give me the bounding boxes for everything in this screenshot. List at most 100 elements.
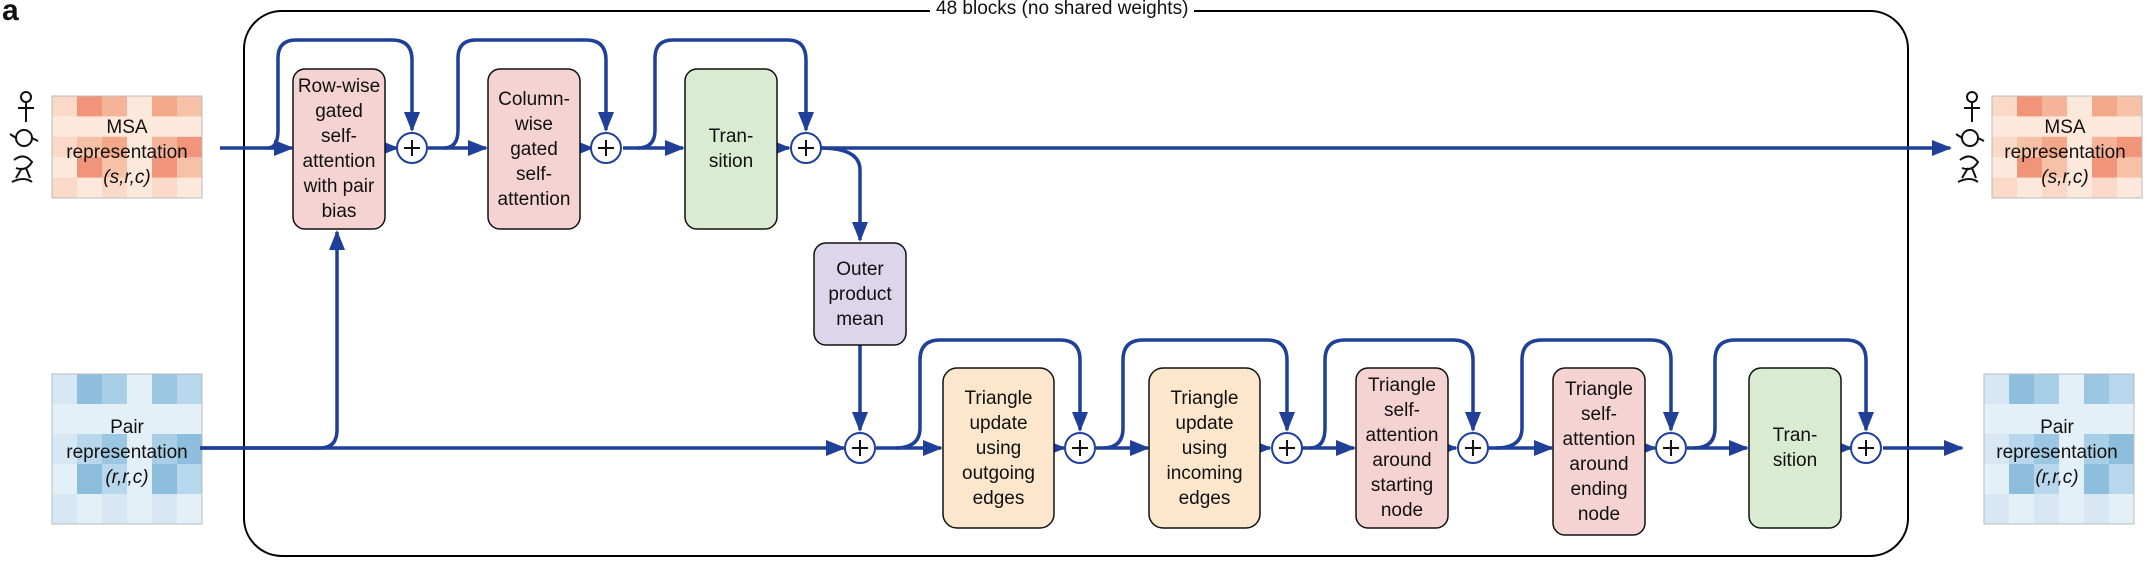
msa-input-grid	[51, 95, 203, 199]
grid-cell	[2009, 434, 2035, 465]
tri-attn-ending-label: Triangle self- attention around ending n…	[1562, 378, 1636, 525]
pair-output-label: Pair representation (r,r,c)	[1982, 404, 2132, 500]
grid-cell	[77, 464, 103, 495]
row-attention-box	[292, 68, 386, 230]
grid-cell	[2117, 136, 2143, 158]
tri-update-outgoing-box	[942, 367, 1055, 529]
tri-attn-starting-box	[1355, 367, 1449, 529]
grid-cell	[2059, 464, 2085, 495]
grid-cell	[2059, 494, 2085, 525]
msa-input-name: MSA representation	[66, 116, 188, 163]
grid-cell	[52, 96, 78, 117]
panel-label: a	[2, 0, 19, 27]
grid-cell	[2109, 434, 2135, 465]
grid-cell	[152, 374, 178, 405]
grid-cell	[2084, 404, 2110, 435]
grid-cell	[1984, 404, 2010, 435]
grid-cell	[2034, 434, 2060, 465]
residual-add-nodes	[396, 132, 1882, 464]
grid-cell	[2084, 434, 2110, 465]
grid-cell	[127, 116, 153, 138]
pair-output-name: Pair representation	[1996, 416, 2118, 463]
msa-input-dims: (s,r,c)	[103, 166, 151, 188]
grid-cell	[2117, 157, 2143, 179]
grid-cell	[152, 157, 178, 179]
grid-cell	[1984, 494, 2010, 525]
tri-update-incoming-box	[1148, 367, 1261, 529]
grid-cell	[127, 157, 153, 179]
grid-cell	[177, 494, 203, 525]
row-attention-label: Row-wise gated self- attention with pair…	[297, 76, 381, 222]
grid-cell	[152, 494, 178, 525]
grid-cell	[152, 177, 178, 199]
tri-update-outgoing-label: Triangle update using outgoing edges	[962, 387, 1035, 509]
grid-cell	[127, 96, 153, 117]
grid-cell	[177, 464, 203, 495]
grid-cell	[52, 494, 78, 525]
column-attention-label: Column- wise gated self- attention	[497, 88, 571, 210]
grid-cell	[2059, 434, 2085, 465]
msa-output-dims: (s,r,c)	[2041, 166, 2089, 188]
grid-cell	[177, 434, 203, 465]
grid-cell	[2042, 116, 2068, 138]
grid-cell	[2067, 96, 2093, 117]
msa-output-label: MSA representation (s,r,c)	[1990, 104, 2140, 200]
grid-cell	[52, 136, 78, 158]
grid-cell	[127, 374, 153, 405]
grid-cell	[77, 136, 103, 158]
grid-cell	[52, 434, 78, 465]
grid-cell	[2009, 404, 2035, 435]
grid-cell	[2092, 177, 2118, 199]
pair-input-name: Pair representation	[66, 416, 188, 463]
grid-cell	[2084, 494, 2110, 525]
grid-cell	[1984, 464, 2010, 495]
grid-cell	[2034, 404, 2060, 435]
grid-cell	[102, 404, 128, 435]
grid-cell	[1984, 374, 2010, 405]
grid-cell	[177, 136, 203, 158]
grid-cell	[2017, 157, 2043, 179]
grid-cell	[77, 404, 103, 435]
grid-cell	[2067, 157, 2093, 179]
grid-cell	[2034, 494, 2060, 525]
grid-cell	[102, 116, 128, 138]
grid-cell	[2017, 177, 2043, 199]
grid-cell	[2117, 177, 2143, 199]
grid-cell	[152, 116, 178, 138]
grid-cell	[127, 404, 153, 435]
grid-cell	[2059, 374, 2085, 405]
msa-output-grid	[1991, 95, 2143, 199]
pair-output-grid	[1983, 373, 2135, 525]
outer-product-label: Outer product mean	[828, 258, 892, 330]
grid-cell	[2117, 116, 2143, 138]
grid-cell	[77, 177, 103, 199]
grid-cell	[1984, 434, 2010, 465]
pair-output-dims: (r,r,c)	[2035, 466, 2079, 488]
grid-cell	[2009, 494, 2035, 525]
grid-cell	[52, 464, 78, 495]
grid-cell	[1992, 177, 2018, 199]
grid-cell	[102, 177, 128, 199]
grid-cell	[77, 374, 103, 405]
msa-input-label: MSA representation (s,r,c)	[52, 104, 202, 200]
grid-cell	[102, 157, 128, 179]
grid-cell	[177, 116, 203, 138]
grid-cell	[152, 464, 178, 495]
block-title: 48 blocks (no shared weights)	[930, 0, 1195, 22]
grid-cell	[2042, 157, 2068, 179]
grid-cell	[102, 96, 128, 117]
grid-cell	[2034, 374, 2060, 405]
grid-cell	[77, 157, 103, 179]
grid-cell	[2092, 96, 2118, 117]
grid-cell	[127, 494, 153, 525]
grid-cell	[177, 96, 203, 117]
grid-cell	[52, 374, 78, 405]
grid-cell	[52, 404, 78, 435]
grid-cell	[1992, 116, 2018, 138]
organism-icons-left	[9, 91, 39, 183]
msa-transition-label: Tran- sition	[708, 126, 754, 172]
grid-cell	[102, 464, 128, 495]
grid-cell	[127, 136, 153, 158]
tri-attn-ending-box	[1552, 367, 1646, 536]
